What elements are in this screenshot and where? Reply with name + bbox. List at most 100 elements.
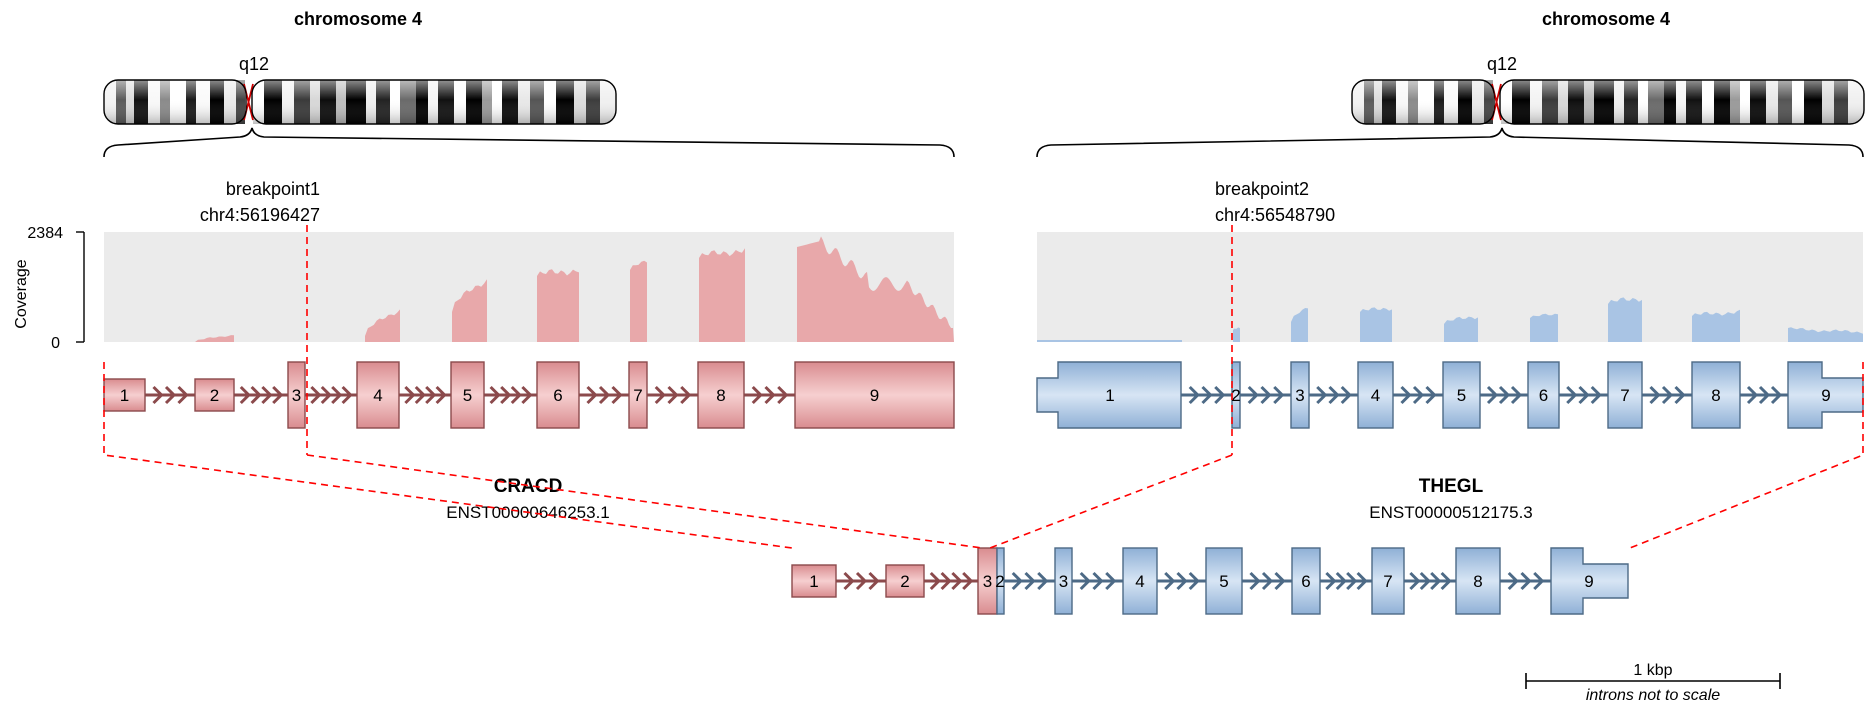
coverage-exon-5 <box>1444 316 1478 342</box>
coverage-min-label: 0 <box>51 335 60 352</box>
fusion-partner-exon-4-label: 4 <box>1135 572 1144 591</box>
right-zoom-brace <box>1036 127 1864 158</box>
right-exon-8: 8 <box>1691 361 1741 429</box>
right-exon-2-label: 2 <box>1231 386 1240 405</box>
scale-bar-note: introns not to scale <box>1586 687 1720 704</box>
right-exon-9: 9 <box>1787 361 1864 429</box>
right-chromosome-title: chromosome 4 <box>1542 9 1670 29</box>
left-exon-9-label: 9 <box>870 386 879 405</box>
fusion-partner-exon-2 <box>996 547 1005 615</box>
left-exon-4-label: 4 <box>373 386 382 405</box>
left-gene-start-line <box>103 362 793 549</box>
left-exon-7: 7 <box>628 361 648 429</box>
scale-bar: 1 kbp introns not to scale <box>1525 662 1781 704</box>
left-exon-8-label: 8 <box>716 386 725 405</box>
left-chromosome-title: chromosome 4 <box>294 9 422 29</box>
right-gene-name: THEGL <box>1419 476 1484 497</box>
left-exon-1-label: 1 <box>120 386 129 405</box>
fusion-partner-exon-9-label: 9 <box>1584 572 1593 591</box>
left-zoom-brace <box>103 127 955 158</box>
right-exon-3-label: 3 <box>1295 386 1304 405</box>
coverage-exon-2 <box>1233 327 1240 342</box>
left-exon-8: 8 <box>697 361 745 429</box>
right-band-label: q12 <box>1487 54 1517 74</box>
fusion-partner-exon-7-label: 7 <box>1383 572 1392 591</box>
left-gene-name: CRACD <box>494 476 563 497</box>
coverage-exon-9 <box>797 236 954 342</box>
breakpoint-guide-lines <box>103 225 1864 549</box>
left-band-label: q12 <box>239 54 269 74</box>
left-exon-2: 2 <box>194 378 235 412</box>
coverage-exon-8 <box>1692 309 1740 342</box>
fusion-partner-exon-2-label: 2 <box>995 572 1004 591</box>
fusion-partner-exon-6: 6 <box>1291 547 1321 615</box>
left-gene-track: 1 2 3 4 5 6 7 8 9 <box>103 361 955 429</box>
coverage-exon-6 <box>699 248 745 342</box>
left-exon-9: 9 <box>794 361 955 429</box>
breakpoint1-label: breakpoint1 <box>226 179 320 199</box>
right-exon-4: 4 <box>1357 361 1394 429</box>
coverage-max-label: 2384 <box>27 225 63 242</box>
fusion-partner-exon-3-label: 3 <box>1059 572 1068 591</box>
breakpoint1-position: chr4:56196427 <box>200 205 320 225</box>
right-exon-9-label: 9 <box>1821 386 1830 405</box>
left-exon-5: 5 <box>450 361 485 429</box>
right-exon-6-label: 6 <box>1539 386 1548 405</box>
scale-bar-label: 1 kbp <box>1633 662 1672 679</box>
coverage-axis: 2384 0 Coverage <box>13 225 85 352</box>
coverage-exon-4 <box>1360 307 1392 342</box>
left-exon-2-label: 2 <box>210 386 219 405</box>
coverage-exon-1 <box>195 335 234 342</box>
fusion-exon-1: 1 <box>791 564 837 598</box>
coverage-exon-7 <box>1608 297 1642 342</box>
right-exon-7-label: 7 <box>1620 386 1629 405</box>
right-coverage-track <box>1037 297 1863 342</box>
coverage-exon-5 <box>630 260 647 342</box>
fusion-partner-exon-8-label: 8 <box>1473 572 1482 591</box>
right-exon-8-label: 8 <box>1711 386 1720 405</box>
left-exon-3: 3 <box>287 361 306 429</box>
right-exon-7: 7 <box>1607 361 1643 429</box>
coverage-exon-1 <box>1037 340 1182 342</box>
fusion-partner-exon-5: 5 <box>1205 547 1243 615</box>
fusion-partner-exon-4: 4 <box>1122 547 1158 615</box>
right-chromosome-ideogram <box>1351 78 1865 126</box>
right-exon-1-label: 1 <box>1105 386 1114 405</box>
coverage-exon-3 <box>452 279 487 342</box>
breakpoint1-fusion-line <box>306 454 983 549</box>
breakpoint2-fusion-line <box>989 454 1233 549</box>
right-exon-5-label: 5 <box>1457 386 1466 405</box>
fusion-partner-exon-5-label: 5 <box>1219 572 1228 591</box>
left-exon-3-label: 3 <box>292 386 301 405</box>
right-gene-track: 1 2 3 4 5 6 7 8 9 <box>1036 361 1864 429</box>
right-exon-3: 3 <box>1290 361 1310 429</box>
coverage-axis-title: Coverage <box>13 259 30 328</box>
breakpoint2-position: chr4:56548790 <box>1215 205 1335 225</box>
right-exon-5: 5 <box>1442 361 1481 429</box>
right-transcript-id: ENST00000512175.3 <box>1369 503 1533 522</box>
fusion-exon-1-label: 1 <box>809 572 818 591</box>
coverage-exon-4 <box>537 269 579 342</box>
coverage-exon-3 <box>1291 308 1308 342</box>
left-exon-6-label: 6 <box>553 386 562 405</box>
coverage-exon-6 <box>1530 313 1558 342</box>
right-exon-4-label: 4 <box>1371 386 1380 405</box>
coverage-exon-9 <box>1788 327 1863 342</box>
fusion-partner-exon-8: 8 <box>1455 547 1501 615</box>
left-exon-6: 6 <box>536 361 580 429</box>
right-exon-6: 6 <box>1527 361 1560 429</box>
fusion-partner-exon-7: 7 <box>1371 547 1405 615</box>
fusion-exon-3: 3 <box>977 547 998 615</box>
left-exon-5-label: 5 <box>463 386 472 405</box>
fusion-exon-2-label: 2 <box>900 572 909 591</box>
right-gene-end-line <box>1629 362 1864 549</box>
left-exon-7-label: 7 <box>633 386 642 405</box>
left-exon-1: 1 <box>103 378 146 412</box>
left-chromosome-ideogram <box>103 78 617 126</box>
coverage-exon-2 <box>365 309 400 342</box>
left-coverage-track <box>195 236 954 342</box>
fusion-exon-2: 2 <box>885 564 925 598</box>
breakpoint2-label: breakpoint2 <box>1215 179 1309 199</box>
